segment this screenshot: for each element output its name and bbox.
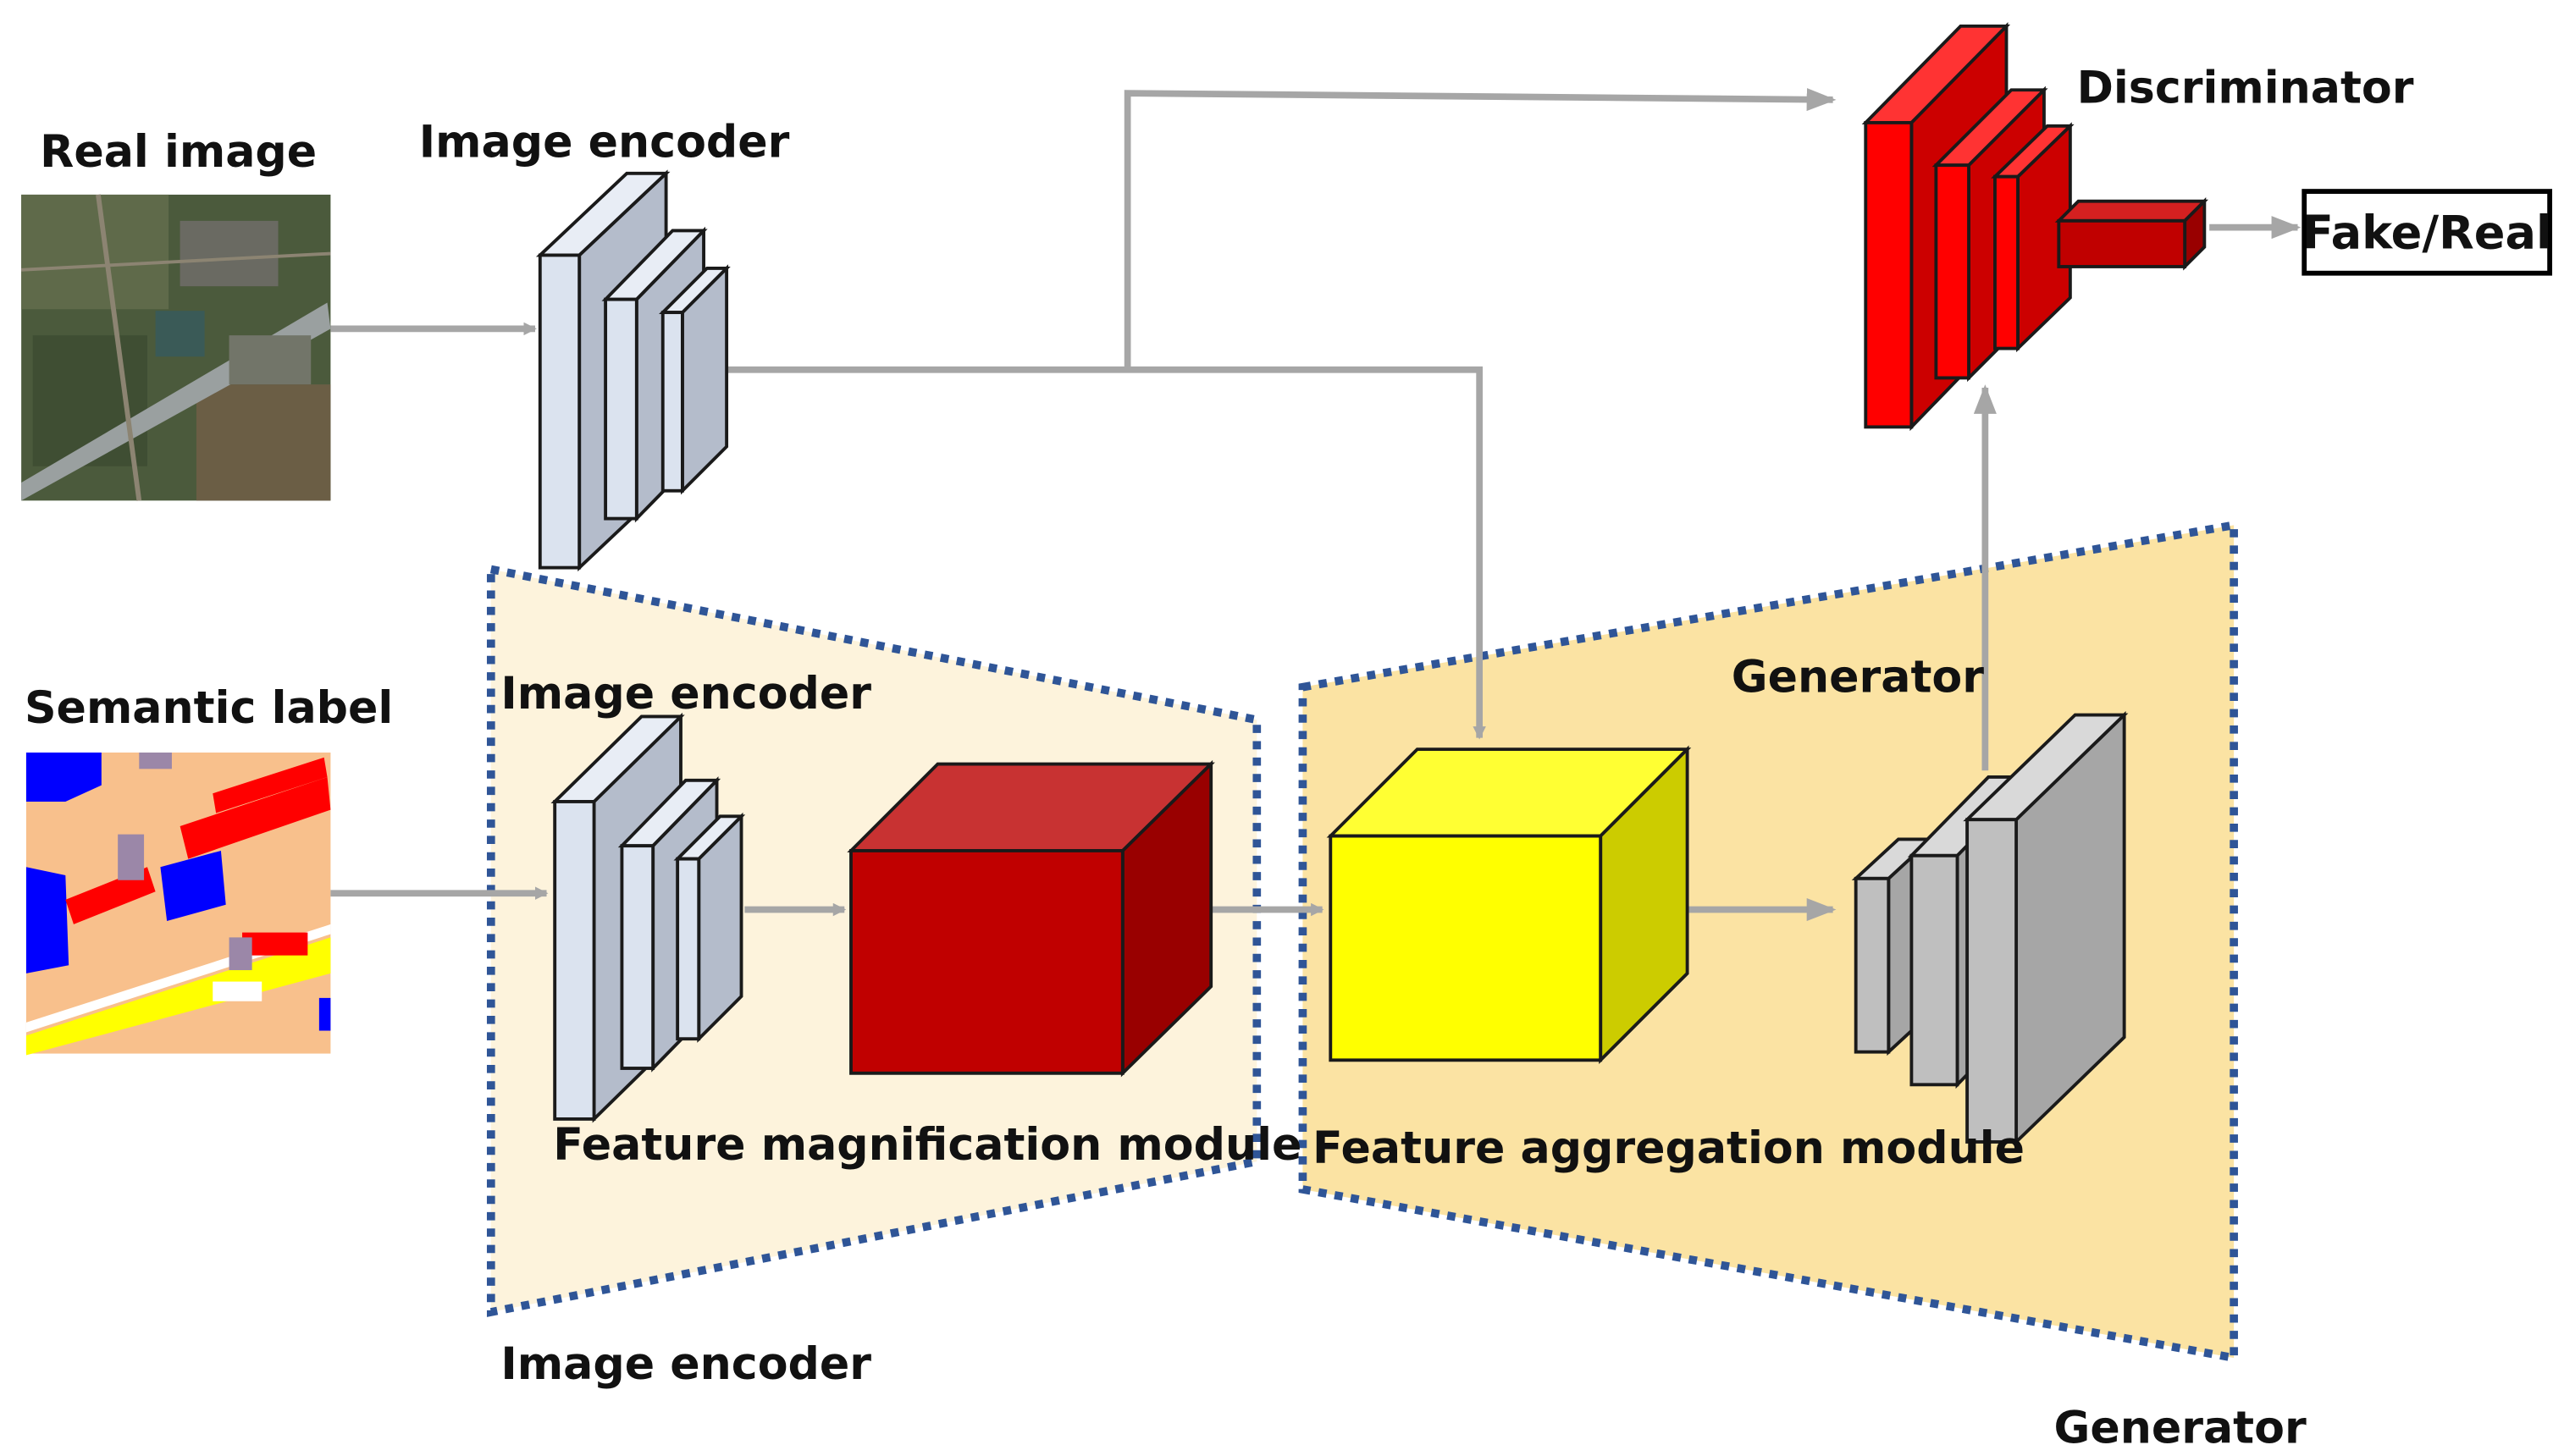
generator-inner-label: Generator	[1732, 652, 1984, 703]
semantic-label-map	[25, 752, 331, 1056]
discriminator-blocks	[1861, 22, 2209, 432]
discriminator-label: Discriminator	[2077, 63, 2414, 114]
arrow-encoder-to-aggregation	[727, 366, 1486, 740]
image-encoder-bottom-label: Image encoder	[500, 1339, 871, 1390]
image-encoder-top-blocks	[535, 169, 731, 572]
semantic-label-title: Semantic label	[25, 683, 393, 734]
image-encoder-top-label: Image encoder	[419, 117, 790, 168]
feature-aggregation-region	[1298, 520, 2238, 1363]
arrows	[330, 88, 2302, 922]
image-encoder-inner-blocks	[550, 712, 746, 1123]
feature-magnification-label: Feature magnification module	[553, 1120, 1301, 1171]
real-image-label: Real image	[40, 127, 317, 178]
real-image-photo	[21, 194, 331, 501]
fake-real-label: Fake/Real	[2302, 207, 2552, 260]
feature-aggregation-label: Feature aggregation module	[1312, 1123, 2025, 1174]
aggregation-cube	[1326, 745, 1692, 1065]
fake-real-box	[2302, 189, 2553, 276]
magnification-cube	[847, 759, 1215, 1078]
generator-blocks	[1851, 710, 2129, 1146]
arrow-encoder-to-discriminator	[1124, 88, 1837, 370]
image-encoder-inner-label: Image encoder	[500, 669, 871, 720]
generator-bottom-label: Generator	[2054, 1404, 2307, 1454]
